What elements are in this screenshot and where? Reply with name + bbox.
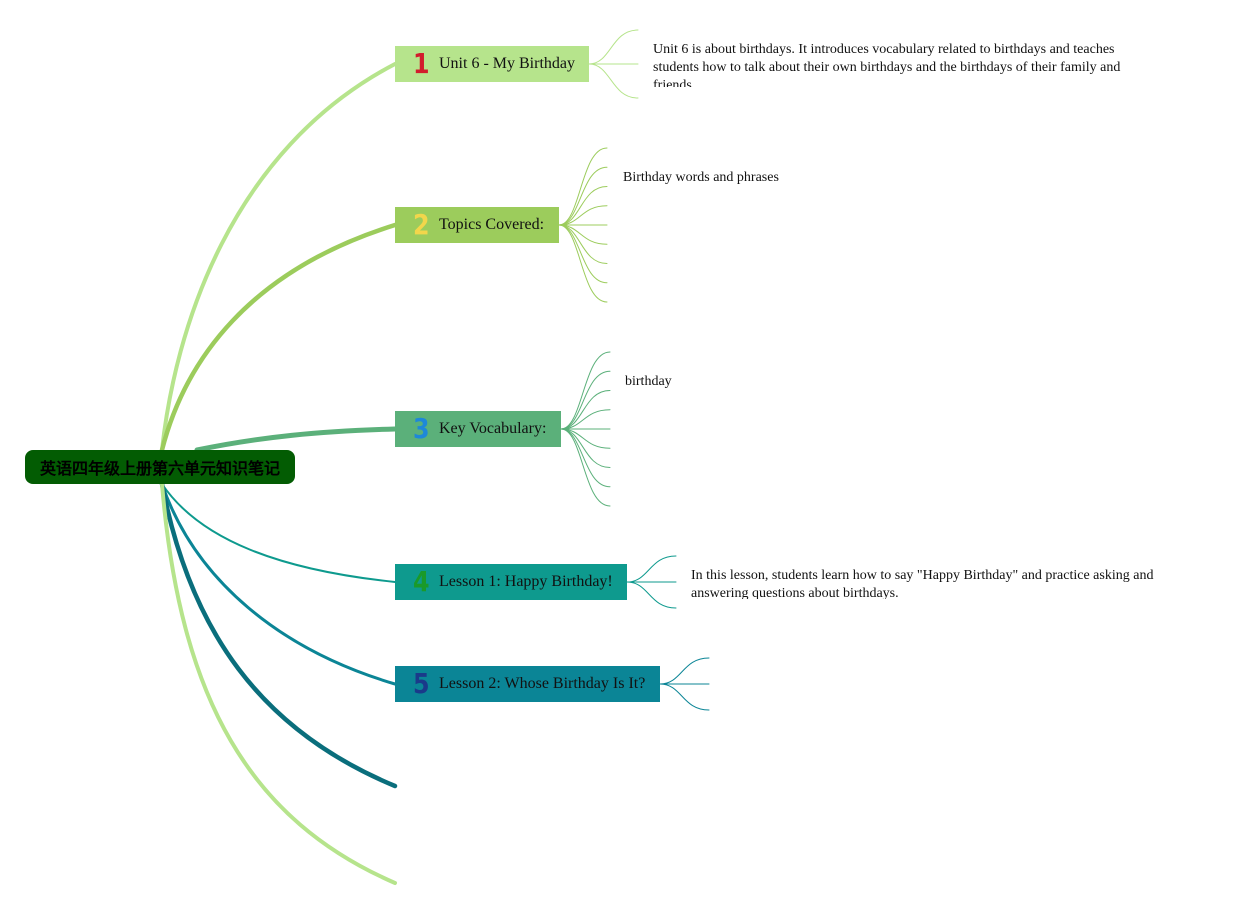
branch-node-3[interactable]: 3 Key Vocabulary: xyxy=(395,411,561,447)
leaf-connector-1-3 xyxy=(588,63,639,99)
leaf-connector-2-8 xyxy=(558,224,608,284)
connector-branch-7 xyxy=(160,482,397,885)
branch-node-4[interactable]: 4 Lesson 1: Happy Birthday! xyxy=(395,564,627,600)
leaf-text-4: In this lesson, students learn how to sa… xyxy=(691,568,1154,599)
branch-number-5: 5 xyxy=(413,667,430,700)
leaf-connector-3-9 xyxy=(560,428,611,507)
leaf-connector-2-1 xyxy=(558,147,608,226)
leaf-connector-3-1 xyxy=(560,351,611,430)
branch-node-1[interactable]: 1 Unit 6 - My Birthday xyxy=(395,46,589,82)
branch-label-3: Key Vocabulary: xyxy=(439,420,547,437)
leaf-connector-1-1 xyxy=(588,29,639,65)
leaf-text-2: Birthday words and phrases xyxy=(623,170,779,185)
leaf-connector-3-4 xyxy=(560,409,611,430)
leaf-connector-4-1 xyxy=(626,555,677,583)
branch-node-5[interactable]: 5 Lesson 2: Whose Birthday Is It? xyxy=(395,666,660,702)
branch-number-4: 4 xyxy=(413,565,430,598)
leaf-connector-3-2 xyxy=(560,370,611,430)
leaf-text-3: birthday xyxy=(625,374,672,389)
leaf-text-1: Unit 6 is about birthdays. It introduces… xyxy=(653,42,1121,87)
leaf-connector-3-8 xyxy=(560,428,611,488)
leaf-connector-3-3 xyxy=(560,390,611,430)
branch-label-1: Unit 6 - My Birthday xyxy=(439,55,575,72)
root-node[interactable]: 英语四年级上册第六单元知识笔记 xyxy=(25,450,295,484)
connector-branch-1 xyxy=(160,62,397,452)
connector-branch-5 xyxy=(160,482,397,686)
connector-branch-6 xyxy=(159,481,398,789)
branch-label-2: Topics Covered: xyxy=(439,216,545,233)
leaf-connector-4-3 xyxy=(626,581,677,609)
leaf-connector-2-9 xyxy=(558,224,608,303)
branch-number-3: 3 xyxy=(413,412,430,445)
leaf-connector-2-4 xyxy=(558,205,608,226)
leaf-connector-2-3 xyxy=(558,186,608,226)
connector-branch-2 xyxy=(159,222,398,453)
connector-branch-3 xyxy=(194,426,398,453)
leaf-connector-5-3 xyxy=(659,683,710,711)
branch-node-2[interactable]: 2 Topics Covered: xyxy=(395,207,559,243)
branch-label-4: Lesson 1: Happy Birthday! xyxy=(439,573,613,590)
leaf-connector-5-1 xyxy=(659,657,710,685)
leaf-connector-2-2 xyxy=(558,166,608,226)
branch-number-1: 1 xyxy=(413,47,430,80)
branch-label-5: Lesson 2: Whose Birthday Is It? xyxy=(439,675,646,692)
branch-number-2: 2 xyxy=(413,208,430,241)
connector-branch-4 xyxy=(161,483,396,583)
root-title: 英语四年级上册第六单元知识笔记 xyxy=(39,459,280,478)
